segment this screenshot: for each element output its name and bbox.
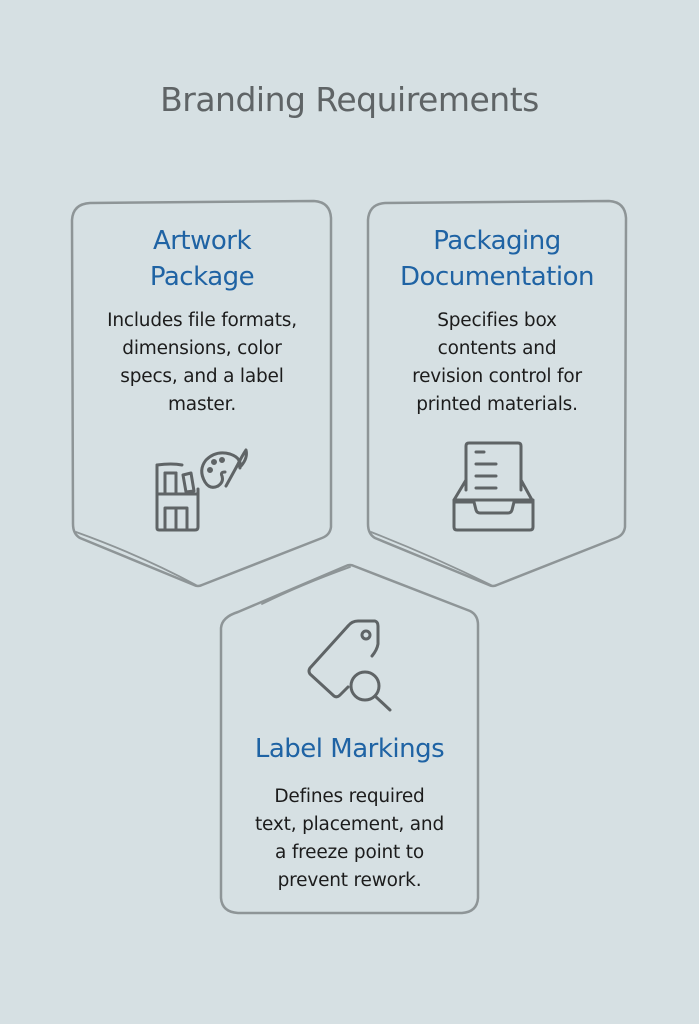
- card-packaging-documentation: Packaging Documentation Specifies box co…: [368, 223, 626, 419]
- page-title: Branding Requirements: [160, 80, 539, 119]
- description-line: contents and: [437, 338, 557, 359]
- heading-line: Documentation: [400, 262, 594, 292]
- heading-line: Label Markings: [254, 734, 445, 764]
- card-outline-label: [219, 563, 480, 915]
- description-line: specs, and a label: [120, 366, 284, 387]
- description-line: dimensions, color: [122, 338, 282, 359]
- description-line: printed materials.: [416, 394, 578, 415]
- document-tray-icon: [452, 441, 535, 532]
- description-line: a freeze point to: [275, 842, 424, 863]
- tag-search-icon: [307, 619, 392, 712]
- card-outline-packaging: [366, 199, 628, 588]
- card-heading: Artwork Package: [73, 223, 331, 295]
- card-label-markings: Label Markings Defines required text, pl…: [221, 731, 478, 895]
- card-artwork-package: Artwork Package Includes file formats, d…: [73, 223, 331, 419]
- card-heading: Label Markings: [221, 731, 478, 767]
- bookshelf-palette-icon: [155, 448, 248, 532]
- description-line: Includes file formats,: [107, 310, 297, 331]
- heading-line: Packaging: [433, 226, 561, 256]
- description-line: Defines required: [274, 786, 425, 807]
- card-description: Defines required text, placement, and a …: [221, 783, 478, 895]
- card-description: Includes file formats, dimensions, color…: [73, 307, 331, 419]
- card-description: Specifies box contents and revision cont…: [368, 307, 626, 419]
- description-line: master.: [167, 394, 237, 415]
- card-outline-artwork: [70, 199, 333, 588]
- description-line: text, placement, and: [255, 814, 444, 835]
- description-line: Specifies box: [437, 310, 557, 331]
- heading-line: Package: [149, 262, 255, 292]
- description-line: prevent rework.: [277, 870, 422, 891]
- heading-line: Artwork: [152, 226, 252, 256]
- card-heading: Packaging Documentation: [368, 223, 626, 295]
- description-line: revision control for: [412, 366, 582, 387]
